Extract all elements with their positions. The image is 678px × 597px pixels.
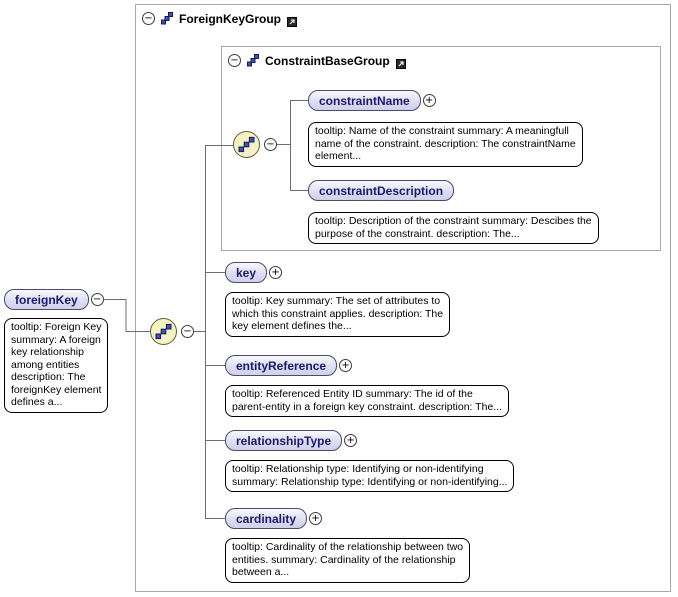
model-group-icon bbox=[161, 12, 173, 25]
element-label: foreignKey bbox=[15, 292, 78, 307]
sequence-compositor[interactable] bbox=[150, 318, 177, 345]
collapse-button[interactable]: − bbox=[181, 325, 194, 338]
expand-button[interactable]: + bbox=[422, 94, 436, 107]
collapse-button[interactable]: − bbox=[90, 293, 104, 306]
group-header-foreignkeygroup: − ForeignKeyGroup bbox=[142, 10, 298, 27]
expand-button[interactable]: + bbox=[309, 512, 323, 525]
definition-link-icon[interactable] bbox=[287, 17, 298, 27]
annotation-constraintdescription: tooltip: Description of the constraint s… bbox=[308, 212, 599, 244]
annotation-constraintname: tooltip: Name of the constraint summary:… bbox=[308, 122, 583, 167]
element-label: relationshipType bbox=[236, 433, 332, 448]
element-label: cardinality bbox=[236, 511, 297, 526]
element-label: entityReference bbox=[236, 358, 327, 373]
definition-link-icon[interactable] bbox=[395, 59, 406, 69]
annotation-entityreference: tooltip: Referenced Entity ID summary: T… bbox=[225, 385, 510, 417]
element-foreignkey[interactable]: foreignKey bbox=[4, 289, 89, 310]
element-constraintname[interactable]: constraintName bbox=[308, 90, 421, 111]
element-constraintdescription[interactable]: constraintDescription bbox=[308, 180, 455, 201]
collapse-button[interactable]: − bbox=[264, 138, 277, 151]
annotation-relationshiptype: tooltip: Relationship type: Identifying … bbox=[225, 460, 515, 492]
model-group-icon bbox=[247, 54, 259, 67]
sequence-compositor[interactable] bbox=[233, 131, 260, 158]
element-key[interactable]: key bbox=[225, 262, 268, 283]
expand-button[interactable]: + bbox=[269, 266, 283, 279]
element-label: key bbox=[236, 265, 257, 280]
element-cardinality[interactable]: cardinality bbox=[225, 508, 308, 529]
element-relationshiptype[interactable]: relationshipType bbox=[225, 430, 343, 451]
element-label: constraintDescription bbox=[319, 183, 444, 198]
collapse-button[interactable]: − bbox=[142, 12, 155, 25]
collapse-button[interactable]: − bbox=[228, 54, 241, 67]
annotation-foreignkey: tooltip: Foreign Key summary: A foreign … bbox=[4, 318, 109, 413]
sequence-icon bbox=[155, 323, 172, 340]
annotation-key: tooltip: Key summary: The set of attribu… bbox=[225, 292, 451, 337]
element-label: constraintName bbox=[319, 93, 410, 108]
group-header-constraintbasegroup: − ConstraintBaseGroup bbox=[228, 52, 406, 69]
annotation-cardinality: tooltip: Cardinality of the relationship… bbox=[225, 538, 471, 583]
element-entityreference[interactable]: entityReference bbox=[225, 355, 338, 376]
group-title: ConstraintBaseGroup bbox=[265, 53, 390, 68]
expand-button[interactable]: + bbox=[339, 359, 353, 372]
expand-button[interactable]: + bbox=[344, 434, 358, 447]
group-title: ForeignKeyGroup bbox=[179, 11, 282, 26]
sequence-icon bbox=[238, 136, 255, 153]
